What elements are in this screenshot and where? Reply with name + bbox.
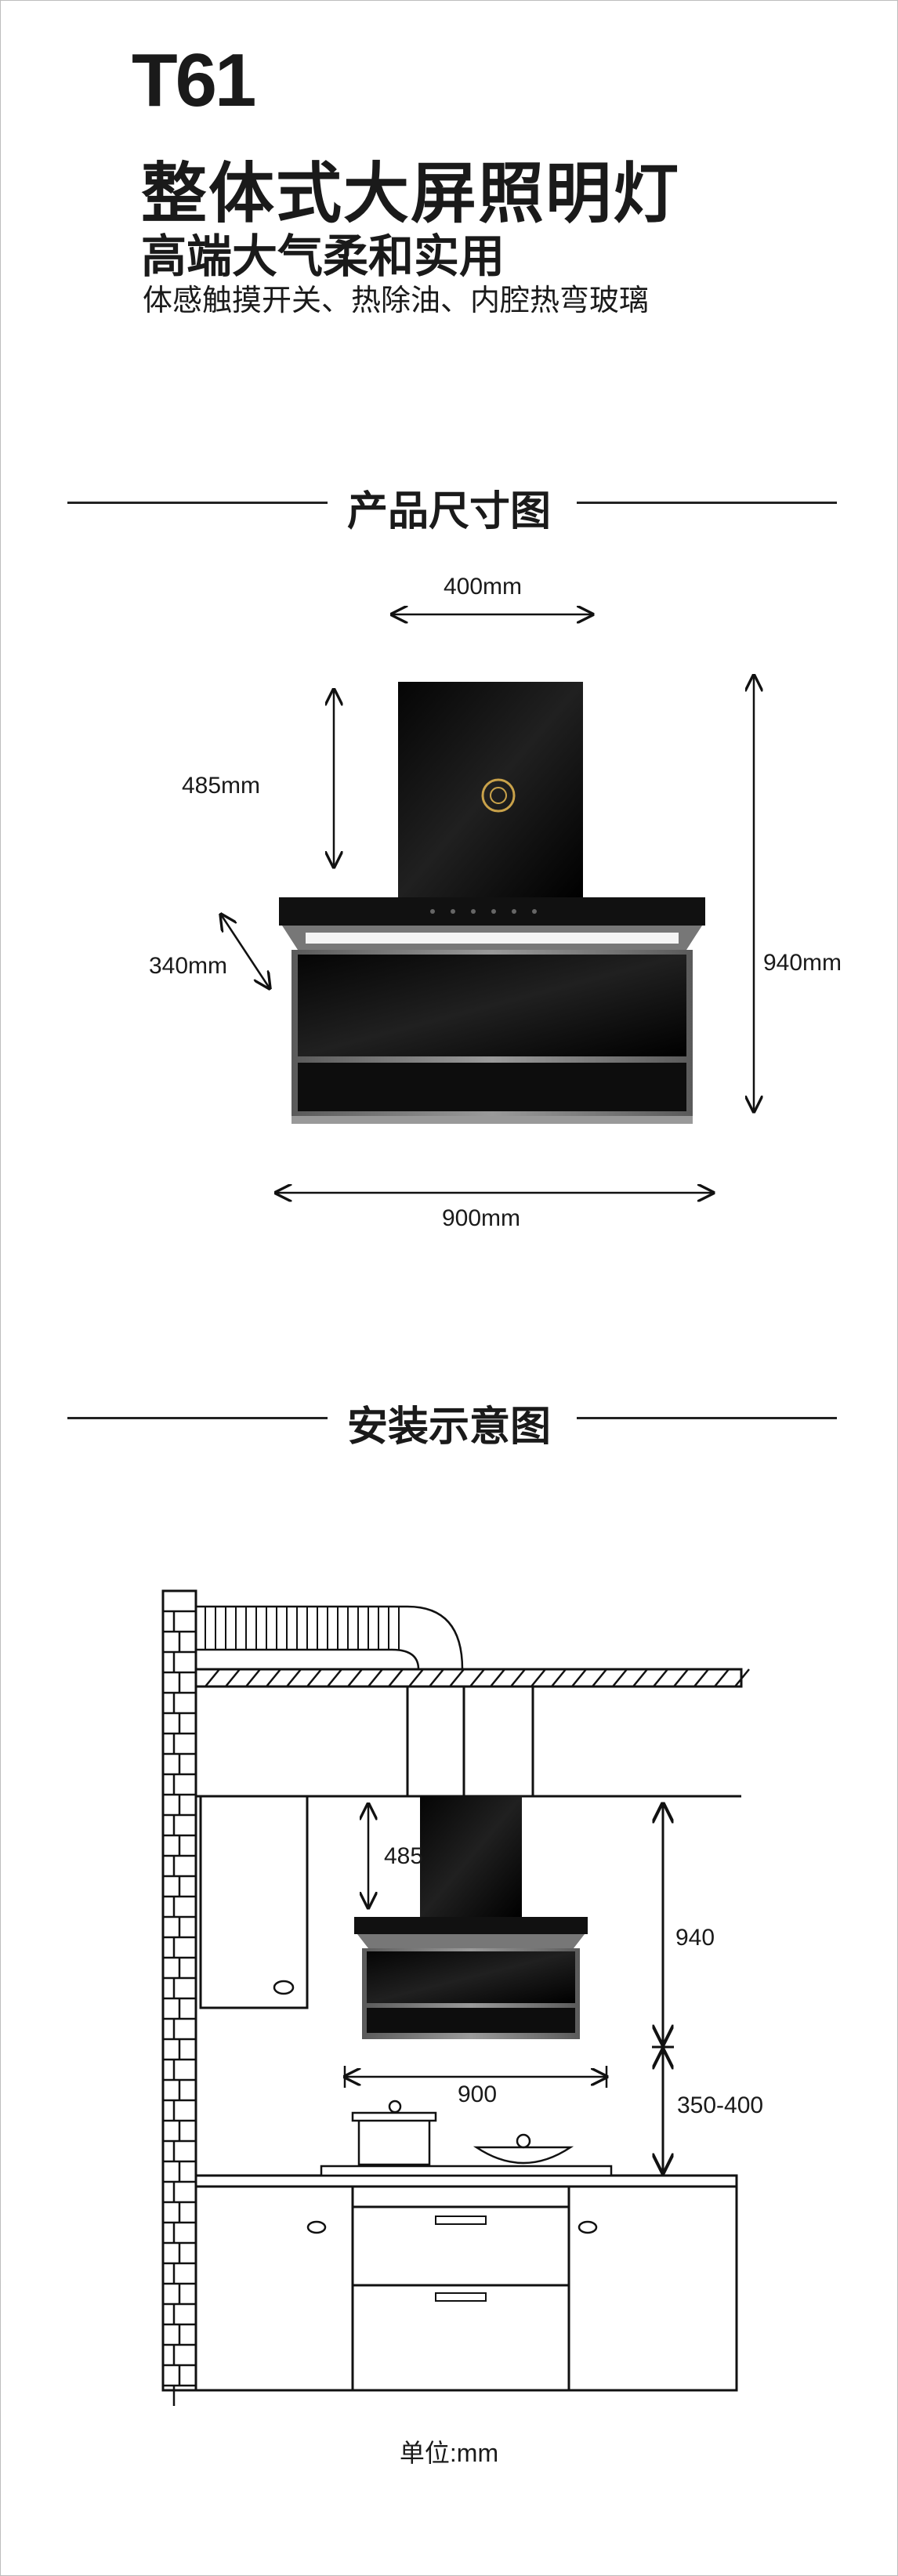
wall-cabinet	[199, 1795, 309, 2009]
unit-label: 单位:mm	[399, 2439, 499, 2467]
install-hood-chimney	[420, 1796, 522, 1917]
ceiling-hatch	[205, 1668, 750, 1687]
touch-buttons-icon	[430, 909, 537, 914]
hood-lower-panel	[298, 1063, 686, 1111]
wall-cabinet-handle	[273, 1980, 295, 1995]
label-width: 900mm	[442, 1205, 521, 1231]
subheadline: 高端大气柔和实用	[141, 231, 505, 282]
brand-emblem-icon	[481, 778, 516, 813]
label-install-chimney: 485	[384, 1843, 424, 1869]
brick-wall	[161, 1589, 197, 2392]
label-install-clearance: 350-400	[677, 2092, 764, 2118]
base-cabinet-right	[567, 2185, 738, 2392]
section-title-dimensions: 产品尺寸图	[346, 489, 551, 534]
countertop	[194, 2174, 738, 2188]
pot-icon	[351, 2100, 437, 2166]
model-number: T61	[132, 38, 256, 122]
base-drawer-bottom	[351, 2284, 570, 2392]
light-strip	[306, 933, 679, 944]
divider-left	[67, 1417, 328, 1419]
base-cabinet-left	[194, 2185, 354, 2392]
headline: 整体式大屏照明灯	[141, 157, 681, 230]
label-chimney-width: 400mm	[444, 574, 523, 600]
label-install-width: 900	[458, 2081, 498, 2107]
label-chimney-height: 485mm	[182, 773, 261, 799]
divider-right	[577, 1417, 837, 1419]
section-header-dimensions: 产品尺寸图	[0, 478, 898, 534]
brick-joints	[163, 1610, 196, 2406]
duct-ribs	[205, 1607, 400, 1650]
flexible-duct	[196, 1605, 464, 1670]
section-header-installation: 安装示意图	[0, 1393, 898, 1450]
chimney	[398, 682, 583, 897]
hood-glass-panel	[298, 955, 686, 1056]
feature-list: 体感触摸开关、热除油、内腔热弯玻璃	[143, 284, 650, 317]
section-title-installation: 安装示意图	[346, 1404, 551, 1450]
installation-drawing	[161, 1589, 750, 2406]
label-install-height: 940	[675, 1925, 715, 1951]
label-total-height: 940mm	[763, 950, 842, 976]
label-depth: 340mm	[149, 953, 228, 979]
divider-right	[577, 502, 837, 504]
stove-top	[320, 2165, 613, 2177]
dim-arrow-depth	[221, 915, 270, 988]
wok-icon	[473, 2133, 574, 2165]
install-hood-panel	[354, 1917, 588, 1934]
chimney-cover	[406, 1685, 534, 1798]
divider-left	[67, 502, 328, 504]
